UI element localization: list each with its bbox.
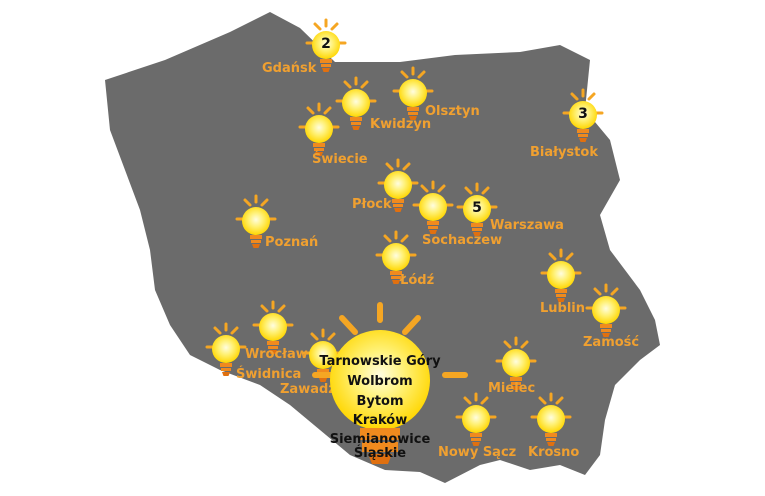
city-label-sochaczew: Sochaczew	[422, 233, 503, 248]
bulb-swidnica	[205, 322, 261, 386]
lightbulb-icon	[495, 336, 537, 390]
big-bulb-icon	[312, 302, 468, 464]
bulb-poznan	[235, 194, 291, 258]
lightbulb-icon	[298, 102, 340, 156]
bulb-mielec	[495, 336, 551, 400]
lightbulb-icon	[302, 328, 344, 382]
lightbulb-icon	[530, 392, 572, 446]
city-label-plock: Płock	[352, 197, 392, 212]
bulb-swiecie	[298, 102, 354, 166]
lightbulb-icon	[455, 392, 497, 446]
cluster-city-krakow: Kraków	[352, 413, 408, 428]
bulb-sochaczew	[412, 180, 468, 244]
cluster-city-bytom: Bytom	[356, 394, 404, 409]
lightbulb-icon	[305, 18, 347, 72]
city-label-lublin: Lublin	[540, 301, 586, 316]
cluster-city-slaskie: Śląskie	[353, 446, 407, 461]
city-label-bialystok: Białystok	[530, 145, 598, 160]
cluster-city-wolbrom: Wolbrom	[347, 374, 413, 389]
city-label-mielec: Mielec	[488, 381, 536, 396]
lightbulb-icon	[205, 322, 247, 376]
city-label-kwidzyn: Kwidzyn	[370, 117, 432, 132]
lightbulb-icon	[377, 158, 419, 212]
bulb-wroclaw	[252, 300, 308, 364]
lightbulb-icon	[585, 283, 627, 337]
bulb-bialystok: 3	[562, 88, 618, 152]
lightbulb-icon	[540, 248, 582, 302]
bulb-count-bialystok: 3	[578, 106, 588, 122]
city-label-wroclaw: Wrocław	[245, 347, 308, 362]
city-label-warszawa: Warszawa	[490, 218, 564, 233]
city-label-zamosc: Zamość	[583, 335, 640, 350]
bulb-zawadzkie	[302, 328, 358, 392]
cluster-city-siemianowice: Siemianowice	[329, 432, 431, 447]
lightbulb-icon	[456, 182, 498, 236]
city-label-lodz: Łódź	[400, 273, 435, 288]
center-cluster-bulb: Tarnowskie Góry Wolbrom Bytom Kraków Sie…	[270, 300, 490, 480]
bulb-plock	[377, 158, 433, 222]
lightbulb-icon	[392, 66, 434, 120]
bulb-gdansk: 2	[305, 18, 361, 82]
city-label-nowy-sacz: Nowy Sącz	[438, 445, 517, 460]
bulb-olsztyn	[392, 66, 448, 130]
bulb-count-warszawa: 5	[472, 200, 482, 216]
cluster-city-tarnowskie-gory: Tarnowskie Góry	[319, 354, 441, 369]
city-label-poznan: Poznań	[265, 235, 319, 250]
lightbulb-icon	[562, 88, 604, 142]
city-label-gdansk: Gdańsk	[262, 61, 317, 76]
lightbulb-icon	[335, 76, 377, 130]
lightbulb-icon	[235, 194, 277, 248]
city-label-swiecie: Świecie	[312, 152, 368, 167]
bulb-warszawa: 5	[456, 182, 512, 246]
city-label-olsztyn: Olsztyn	[425, 104, 480, 119]
bulb-count-gdansk: 2	[321, 36, 331, 52]
bulb-zamosc	[585, 283, 641, 347]
bulb-lodz	[375, 230, 431, 294]
city-label-krosno: Krosno	[528, 445, 580, 460]
bulb-krosno	[530, 392, 586, 456]
lightbulb-icon	[375, 230, 417, 284]
lightbulb-icon	[412, 180, 454, 234]
bulb-lublin	[540, 248, 596, 312]
city-label-swidnica: Świdnica	[236, 367, 302, 382]
bulb-nowy-sacz	[455, 392, 511, 456]
bulb-kwidzyn	[335, 76, 391, 140]
lightbulb-icon	[252, 300, 294, 354]
